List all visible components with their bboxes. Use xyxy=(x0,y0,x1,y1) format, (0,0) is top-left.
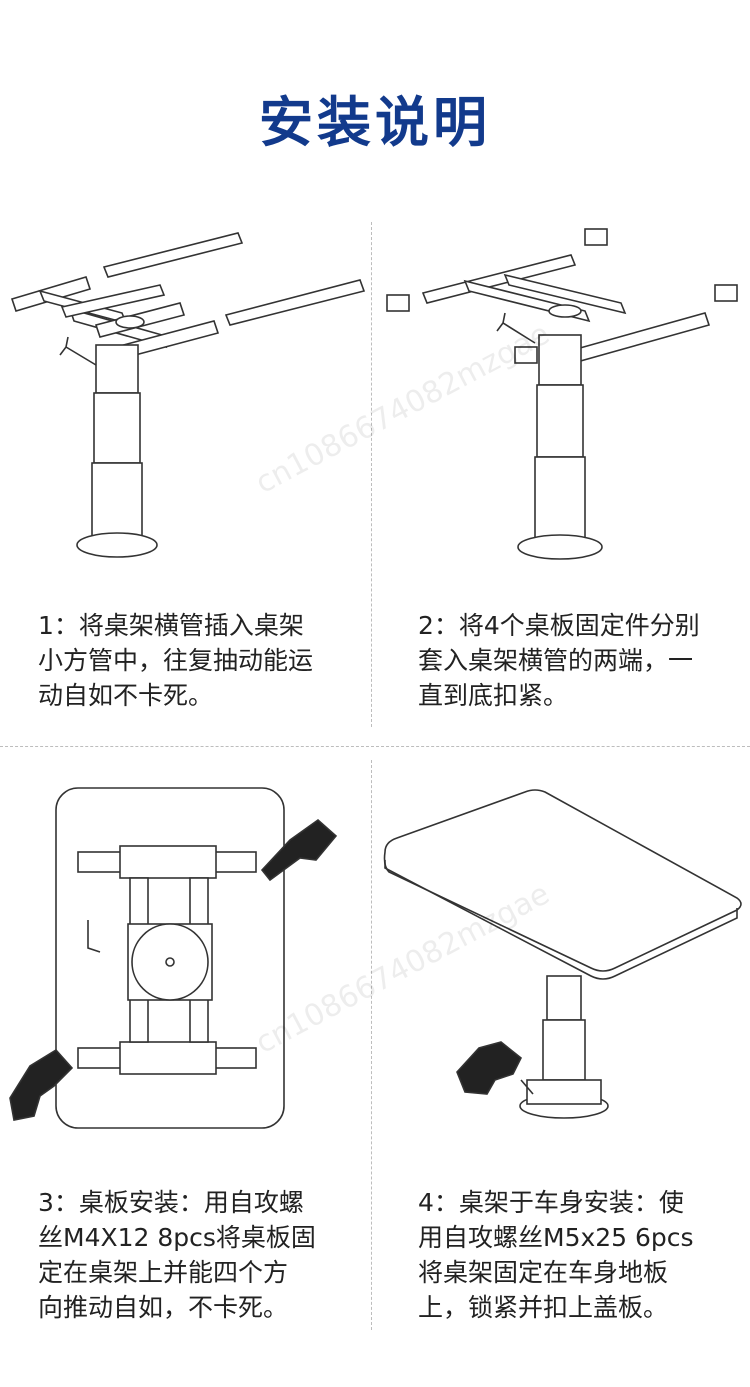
step-4-illustration xyxy=(375,780,747,1140)
step-1-illustration xyxy=(0,215,370,585)
step-2-caption: 2：将4个桌板固定件分别 套入桌架横管的两端，一 直到底扣紧。 xyxy=(418,611,700,710)
vertical-divider-bottom xyxy=(371,760,372,1330)
vertical-divider-top xyxy=(371,222,372,727)
page-title: 安装说明 xyxy=(259,91,491,154)
step-1-caption: 1：将桌架横管插入桌架 小方管中，往复抽动能运 动自如不卡死。 xyxy=(38,611,314,710)
step-3-caption: 3：桌板安装：用自攻螺 丝M4X12 8pcs将桌板固 定在桌架上并能四个方 向… xyxy=(38,1188,316,1322)
step-2-illustration xyxy=(375,215,747,585)
step-3-illustration xyxy=(0,780,370,1140)
step-4-caption: 4：桌架于车身安装：使 用自攻螺丝M5x25 6pcs 将桌架固定在车身地板 上… xyxy=(418,1188,694,1322)
horizontal-divider xyxy=(0,746,750,747)
